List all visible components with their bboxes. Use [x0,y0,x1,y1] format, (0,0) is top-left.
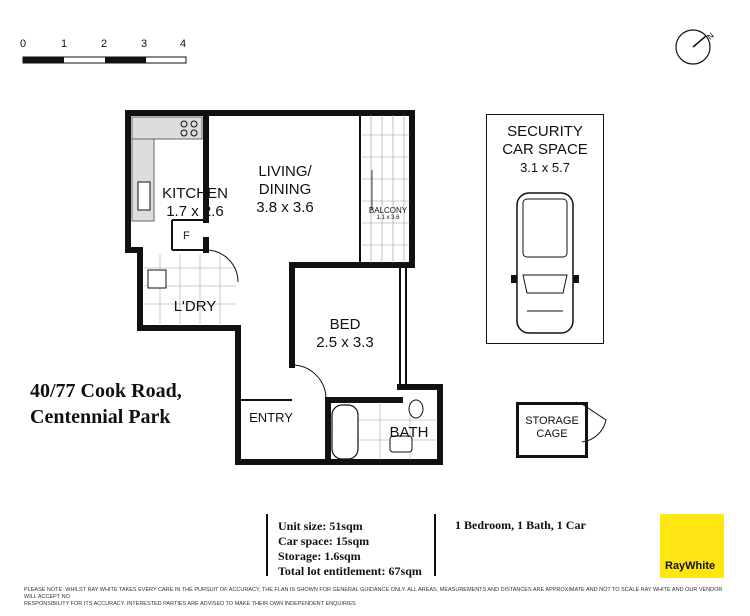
disclaimer: PLEASE NOTE: WHILST RAY WHITE TAKES EVER… [24,587,736,608]
fact-lot-entitlement: Total lot entitlement: 67sqm [278,564,422,578]
scale-tick-3: 3 [141,38,148,50]
scale-tick-2: 2 [101,38,108,50]
fridge-label: F [183,230,190,242]
car-space-line2: CAR SPACE [502,141,588,158]
storage-door-swing [582,403,607,443]
bed-name: BED [329,316,361,333]
bed-label: BED 2.5 x 3.3 [305,316,385,352]
logo-text: RayWhite [665,560,716,572]
kitchen-size: 1.7 x 2.6 [166,203,224,220]
fact-car-space: Car space: 15sqm [278,534,370,548]
balcony-size: 1.1 x 3.6 [376,215,400,221]
fact-storage: Storage: 1.6sqm [278,549,361,563]
compass-icon: N [675,29,716,65]
bath-label: BATH [389,424,429,441]
entry-label: ENTRY [249,410,293,425]
facts-list: Unit size: 51sqm Car space: 15sqm Storag… [278,519,422,579]
compass-north-label: N [706,31,716,42]
scale-tick-1: 1 [61,38,68,50]
scale-tick-4: 4 [180,38,187,50]
living-name-2: DINING [258,181,312,198]
balcony-label: BALCONY 1.1 x 3.6 [365,206,411,221]
laundry-label: L'DRY [173,298,217,315]
disclaimer-line2: RESPONSIBILITY FOR ITS ACCURACY. INTERES… [24,601,356,607]
scale-tick-0: 0 [20,38,27,50]
address-line1: 40/77 Cook Road, [30,380,182,402]
floor-plan [125,110,443,465]
storage-cage: STORAGE CAGE [516,402,588,458]
car-space: SECURITY CAR SPACE 3.1 x 5.7 [486,114,604,344]
car-icon [511,192,579,334]
scale-bar-graphic [22,56,187,64]
summary: 1 Bedroom, 1 Bath, 1 Car [455,518,586,532]
living-label: LIVING/ DINING 3.8 x 3.6 [240,163,330,217]
fact-unit-size: Unit size: 51sqm [278,519,363,533]
storage-line1: STORAGE [525,415,579,427]
storage-line2: CAGE [536,428,568,440]
car-space-title: SECURITY CAR SPACE 3.1 x 5.7 [487,123,603,177]
living-size: 3.8 x 3.6 [256,199,314,216]
raywhite-logo: RayWhite [660,514,724,578]
property-address: 40/77 Cook Road, Centennial Park [30,378,182,430]
car-space-size: 3.1 x 5.7 [520,160,570,175]
living-name-1: LIVING/ [258,163,312,180]
car-space-line1: SECURITY [507,123,583,140]
disclaimer-line1: PLEASE NOTE: WHILST RAY WHITE TAKES EVER… [24,587,723,600]
facts-divider-left [266,514,268,576]
balcony-name: BALCONY [368,206,408,215]
kitchen-label: KITCHEN 1.7 x 2.6 [155,185,235,221]
storage-label: STORAGE CAGE [519,415,585,441]
facts-divider-right [434,514,436,576]
kitchen-name: KITCHEN [162,185,228,202]
address-line2: Centennial Park [30,406,171,428]
bed-size: 2.5 x 3.3 [316,334,374,351]
